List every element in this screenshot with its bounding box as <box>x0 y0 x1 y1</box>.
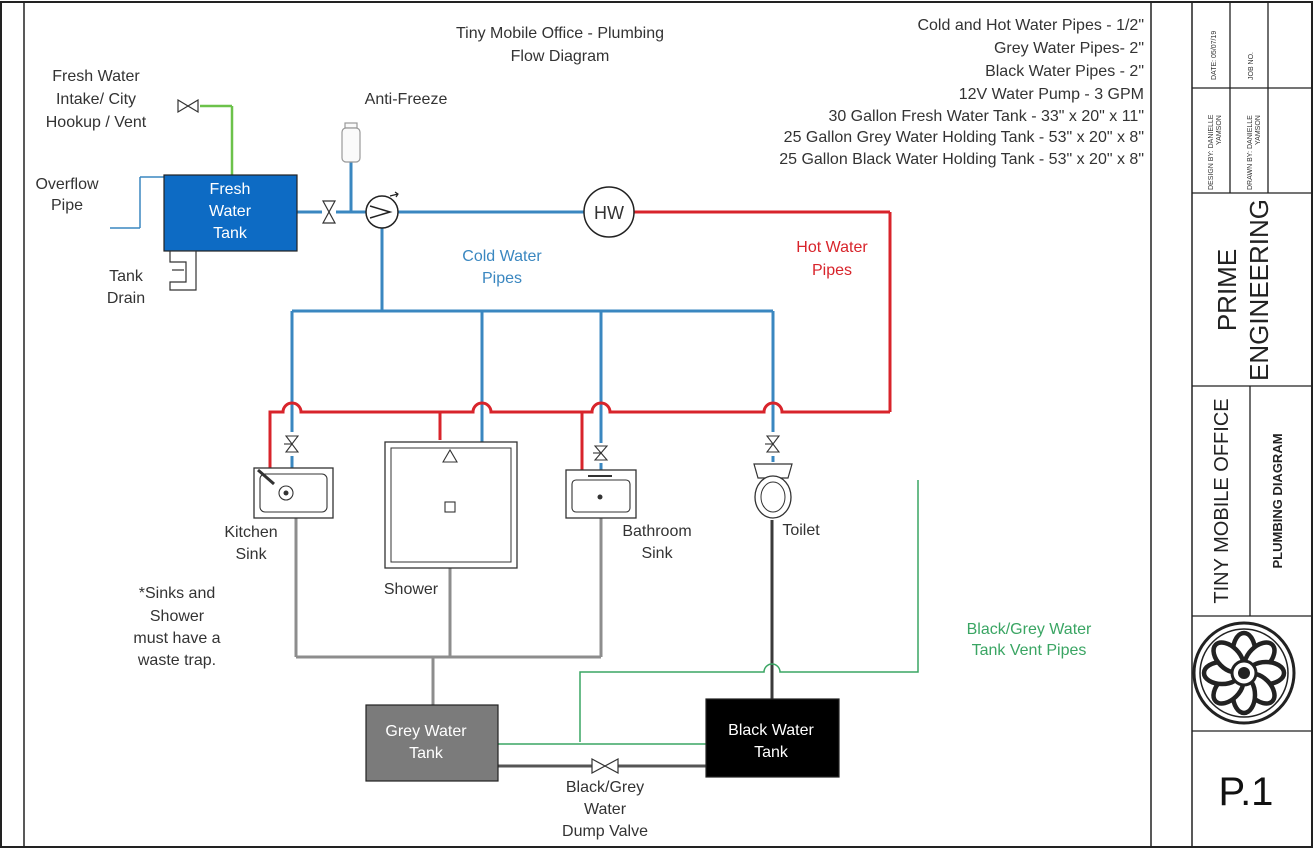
dump-valve-label: Water <box>584 801 627 818</box>
fresh-intake-label: Fresh Water <box>52 68 140 85</box>
vent-pipes-label: Black/Grey Water <box>967 621 1092 638</box>
black-water-tank <box>705 698 840 778</box>
bathroom-sink-label: Sink <box>641 545 673 562</box>
water-heater-label: HW <box>594 203 624 223</box>
title-block <box>1192 3 1312 732</box>
toilet-label: Toilet <box>782 522 820 539</box>
fresh-intake-label: Hookup / Vent <box>46 114 147 131</box>
spec-list: Cold and Hot Water Pipes - 1/2" Grey Wat… <box>779 17 1144 168</box>
date-field: DATE: 05/07/19 <box>1211 31 1218 80</box>
sheet-title: PLUMBING DIAGRAM <box>1270 433 1285 568</box>
black-tank-label: Tank <box>754 744 789 761</box>
fresh-tank-label: Fresh <box>210 181 251 198</box>
spec-line: 30 Gallon Fresh Water Tank - 33" x 20" x… <box>828 108 1144 125</box>
cold-pipes-label: Pipes <box>482 270 522 287</box>
grey-tank-label: Grey Water <box>385 723 467 740</box>
fresh-intake-line <box>200 104 234 175</box>
vent-pipes <box>498 480 919 745</box>
drawn-by-field: DRAWN BY: DANIELLE <box>1247 115 1254 190</box>
tank-drain-label: Drain <box>107 290 145 307</box>
project-name: TINY MOBILE OFFICE <box>1211 398 1233 603</box>
toilet-fixture <box>753 463 793 519</box>
fresh-tank-label: Water <box>209 203 252 220</box>
shower-label: Shower <box>384 581 439 598</box>
kitchen-sink-label: Kitchen <box>224 524 277 541</box>
hot-water-pipes <box>268 210 892 470</box>
vent-pipes-label: Tank Vent Pipes <box>972 642 1087 659</box>
grey-tank-label: Tank <box>409 745 444 762</box>
shower-fixture <box>384 441 518 569</box>
tank-drain-label: Tank <box>109 268 144 285</box>
grey-water-drain <box>294 518 603 705</box>
fresh-intake-label: Intake/ City <box>56 91 136 108</box>
tank-drain-fitting-icon <box>169 250 197 291</box>
bath-shutoff-valve-icon <box>593 445 609 461</box>
spec-line: 12V Water Pump - 3 GPM <box>959 86 1144 103</box>
design-by-field: YAMSON <box>1216 115 1223 145</box>
black-tank-label: Black Water <box>728 722 814 739</box>
kitchen-sink-label: Sink <box>235 546 267 563</box>
spec-line: Grey Water Pipes- 2" <box>994 40 1144 57</box>
drawn-by-field: YAMSON <box>1255 115 1262 145</box>
hot-pipes-label: Hot Water <box>796 239 868 256</box>
job-no-field: JOB NO. <box>1248 52 1255 80</box>
diagram-title-line1: Tiny Mobile Office - Plumbing <box>456 25 664 42</box>
spec-line: 25 Gallon Grey Water Holding Tank - 53" … <box>784 129 1144 146</box>
overflow-label: Pipe <box>51 197 83 214</box>
fresh-tank-label: Tank <box>213 225 248 242</box>
pump-inlet-valve-icon <box>321 200 337 224</box>
anti-freeze-label: Anti-Freeze <box>365 91 448 108</box>
spec-line: 25 Gallon Black Water Holding Tank - 53"… <box>779 151 1144 168</box>
fresh-intake-valve-icon <box>177 98 199 114</box>
hot-pipes-label: Pipes <box>812 262 852 279</box>
grey-water-tank <box>365 704 499 782</box>
company-name: PRIME <box>1212 249 1242 331</box>
page-number: P.1 <box>1219 770 1274 814</box>
diagram-title-line2: Flow Diagram <box>511 48 610 65</box>
note-text: waste trap. <box>137 652 216 669</box>
note-text: must have a <box>133 630 220 647</box>
bathroom-sink-fixture <box>565 469 637 519</box>
anti-freeze-bottle-icon <box>341 122 361 163</box>
water-pump-icon <box>365 191 399 229</box>
overflow-label: Overflow <box>35 176 99 193</box>
note-text: Shower <box>150 608 205 625</box>
water-heater <box>583 186 635 238</box>
dump-valve-icon <box>591 757 619 775</box>
kitchen-shutoff-valve-icon <box>284 435 300 453</box>
kitchen-sink-fixture <box>253 467 334 519</box>
fresh-water-tank <box>163 174 298 252</box>
company-name: ENGINEERING <box>1244 199 1274 381</box>
bathroom-sink-label: Bathroom <box>622 523 691 540</box>
dump-valve-label: Black/Grey <box>566 779 644 796</box>
spec-line: Cold and Hot Water Pipes - 1/2" <box>917 17 1144 34</box>
dump-valve-label: Dump Valve <box>562 823 648 840</box>
cold-pipes-label: Cold Water <box>462 248 542 265</box>
spec-line: Black Water Pipes - 2" <box>985 63 1144 80</box>
lotus-logo-icon <box>1192 621 1296 725</box>
note-text: *Sinks and <box>139 585 216 602</box>
design-by-field: DESIGN BY: DANIELLE <box>1208 114 1215 190</box>
cold-water-pipes <box>290 160 775 470</box>
overflow-pipe <box>110 176 164 229</box>
toilet-shutoff-valve-icon <box>765 435 781 453</box>
